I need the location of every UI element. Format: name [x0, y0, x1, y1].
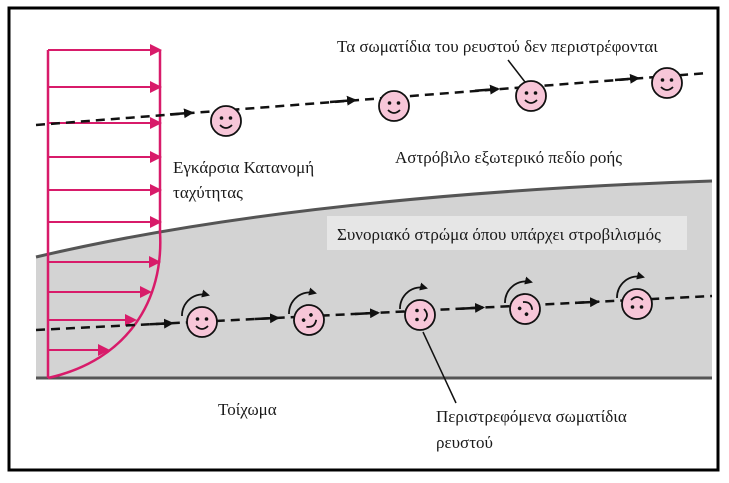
non-rotating-label: Τα σωματίδια του ρευστού δεν περιστρέφον… — [337, 37, 658, 56]
boundary-layer-label: Συνοριακό στρώμα όπου υπάρχει στροβιλισμ… — [337, 225, 661, 244]
particle-body — [186, 306, 218, 338]
curved-arrow-icon — [616, 271, 645, 299]
particle-body — [651, 67, 683, 99]
particle-body — [404, 299, 436, 331]
smiley-face-icon — [630, 296, 644, 301]
label-pointer-line — [507, 59, 526, 83]
particle-eye — [660, 78, 665, 82]
smiley-face-icon — [522, 301, 534, 310]
outer-particle — [378, 90, 410, 122]
profile-label-line2: ταχύτητας — [173, 183, 243, 202]
outer-flow-label: Αστρόβιλο εξωτερικό πεδίο ροής — [395, 148, 622, 167]
particle-body — [509, 293, 541, 325]
smiley-face-icon — [195, 325, 209, 330]
rotating-label-line1: Περιστρεφόμενα σωματίδια — [436, 407, 627, 426]
particle-eye — [415, 308, 419, 313]
wall-label: Τοίχωμα — [218, 400, 277, 419]
particle-body — [621, 288, 653, 320]
particle-eye — [309, 313, 313, 317]
streamline-arrow — [169, 108, 194, 119]
profile-label-line1: Εγκάρσια Κατανομή — [173, 158, 314, 177]
particle-eye — [195, 317, 200, 321]
rotating-particle — [404, 299, 436, 331]
smiley-face-icon — [306, 319, 318, 328]
streamline-arrow — [329, 95, 357, 106]
particle-body — [293, 304, 325, 336]
velocity-profile — [46, 44, 162, 380]
particle-eye — [219, 116, 224, 120]
particle-eye — [517, 306, 522, 311]
streamline-arrow — [614, 73, 640, 84]
boundary-layer-region — [36, 181, 712, 378]
profile-curve — [47, 50, 162, 380]
particle-eye — [396, 101, 401, 105]
smiley-face-icon — [219, 124, 233, 129]
particle-eye — [639, 305, 644, 309]
rotating-particle — [509, 293, 541, 325]
outer-streamline — [35, 71, 709, 127]
streamline-arrow — [574, 297, 600, 308]
rotating-label-line2: ρευστού — [436, 433, 493, 452]
rotating-particle — [621, 288, 653, 320]
particle-eye — [524, 91, 529, 95]
boundary-layer-label-box — [327, 216, 687, 250]
streamline-arrow — [474, 84, 500, 95]
streamline-arrow — [459, 302, 485, 313]
curved-arrow-icon — [288, 287, 317, 315]
particle-eye — [204, 317, 209, 321]
rotating-particle — [293, 304, 325, 336]
smiley-face-icon — [524, 99, 538, 104]
inner-streamline — [35, 294, 713, 332]
particle-eye — [630, 305, 635, 309]
particle-body — [515, 80, 547, 112]
label-pointer-line — [422, 331, 457, 404]
smiley-face-icon — [423, 308, 428, 322]
streamline-arrow — [149, 318, 174, 329]
curved-arrow-icon — [399, 282, 428, 310]
curved-arrow-icon — [181, 289, 210, 317]
outer-dashed-line — [35, 71, 709, 127]
rotating-particle — [186, 306, 218, 338]
particle-eye — [301, 318, 306, 322]
smiley-face-icon — [387, 109, 401, 114]
image-frame — [7, 6, 720, 472]
particle-eye — [669, 78, 674, 82]
particle-eye — [533, 91, 538, 95]
boundary-layer-edge — [35, 179, 713, 259]
outer-particle — [515, 80, 547, 112]
streamline-arrow — [354, 308, 380, 319]
particle-eye — [524, 312, 529, 316]
smiley-face-icon — [660, 86, 674, 91]
particle-eye — [415, 317, 419, 322]
curved-arrow-icon — [504, 276, 533, 304]
particle-body — [210, 105, 242, 137]
outer-particle — [210, 105, 242, 137]
particle-eye — [387, 101, 392, 105]
particle-eye — [228, 116, 233, 120]
outer-particle — [651, 67, 683, 99]
streamline-arrow — [254, 313, 280, 324]
particle-body — [378, 90, 410, 122]
